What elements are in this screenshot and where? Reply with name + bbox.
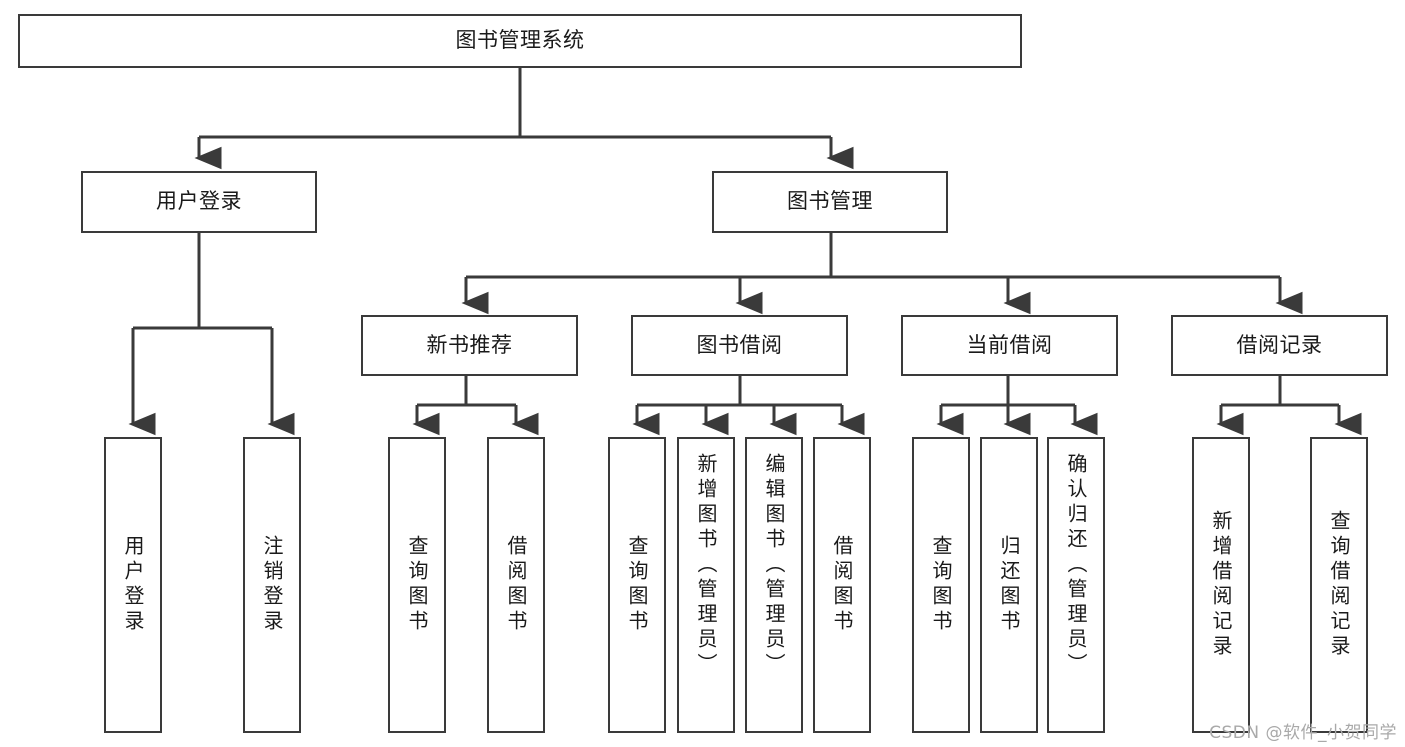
node-book-management-label: 图书管理 [787,189,873,214]
node-leaf-query-book-3[interactable]: 查询图书 [912,437,970,733]
node-leaf-borrow-book-1[interactable]: 借阅图书 [487,437,545,733]
node-leaf-query-book-1-label: 查询图书 [405,535,429,635]
node-book-borrow[interactable]: 图书借阅 [631,315,848,376]
node-leaf-add-book[interactable]: 新增图书（管理员） [677,437,735,733]
node-leaf-query-book-2[interactable]: 查询图书 [608,437,666,733]
node-leaf-confirm-return[interactable]: 确认归还（管理员） [1047,437,1105,733]
node-leaf-add-record-label: 新增借阅记录 [1209,510,1233,660]
node-leaf-query-book-2-label: 查询图书 [625,535,649,635]
node-leaf-logout[interactable]: 注销登录 [243,437,301,733]
node-current-borrow[interactable]: 当前借阅 [901,315,1118,376]
node-borrow-record-label: 借阅记录 [1236,332,1323,357]
node-leaf-user-login-label: 用户登录 [121,535,145,635]
node-leaf-query-book-1[interactable]: 查询图书 [388,437,446,733]
node-root[interactable]: 图书管理系统 [18,14,1022,68]
node-leaf-logout-label: 注销登录 [260,535,284,635]
node-leaf-query-record-label: 查询借阅记录 [1327,510,1351,660]
node-leaf-return-book-label: 归还图书 [997,535,1021,635]
node-user-login-label: 用户登录 [156,189,242,214]
node-leaf-add-book-label: 新增图书（管理员） [694,453,718,678]
node-book-borrow-label: 图书借阅 [696,332,783,357]
node-leaf-query-book-3-label: 查询图书 [929,535,953,635]
node-leaf-edit-book[interactable]: 编辑图书（管理员） [745,437,803,733]
node-leaf-borrow-book-2-label: 借阅图书 [830,535,854,635]
node-leaf-return-book[interactable]: 归还图书 [980,437,1038,733]
node-new-book-recommend[interactable]: 新书推荐 [361,315,578,376]
node-current-borrow-label: 当前借阅 [966,332,1053,357]
node-new-book-recommend-label: 新书推荐 [426,332,513,357]
node-leaf-add-record[interactable]: 新增借阅记录 [1192,437,1250,733]
csdn-watermark: CSDN @软件_小贺同学 [1209,723,1397,743]
node-borrow-record[interactable]: 借阅记录 [1171,315,1388,376]
node-root-label: 图书管理系统 [455,28,585,53]
node-book-management[interactable]: 图书管理 [712,171,948,233]
node-leaf-user-login[interactable]: 用户登录 [104,437,162,733]
node-leaf-edit-book-label: 编辑图书（管理员） [762,453,786,678]
node-leaf-query-record[interactable]: 查询借阅记录 [1310,437,1368,733]
node-user-login[interactable]: 用户登录 [81,171,317,233]
node-leaf-borrow-book-1-label: 借阅图书 [504,535,528,635]
node-leaf-borrow-book-2[interactable]: 借阅图书 [813,437,871,733]
node-leaf-confirm-return-label: 确认归还（管理员） [1064,453,1088,678]
